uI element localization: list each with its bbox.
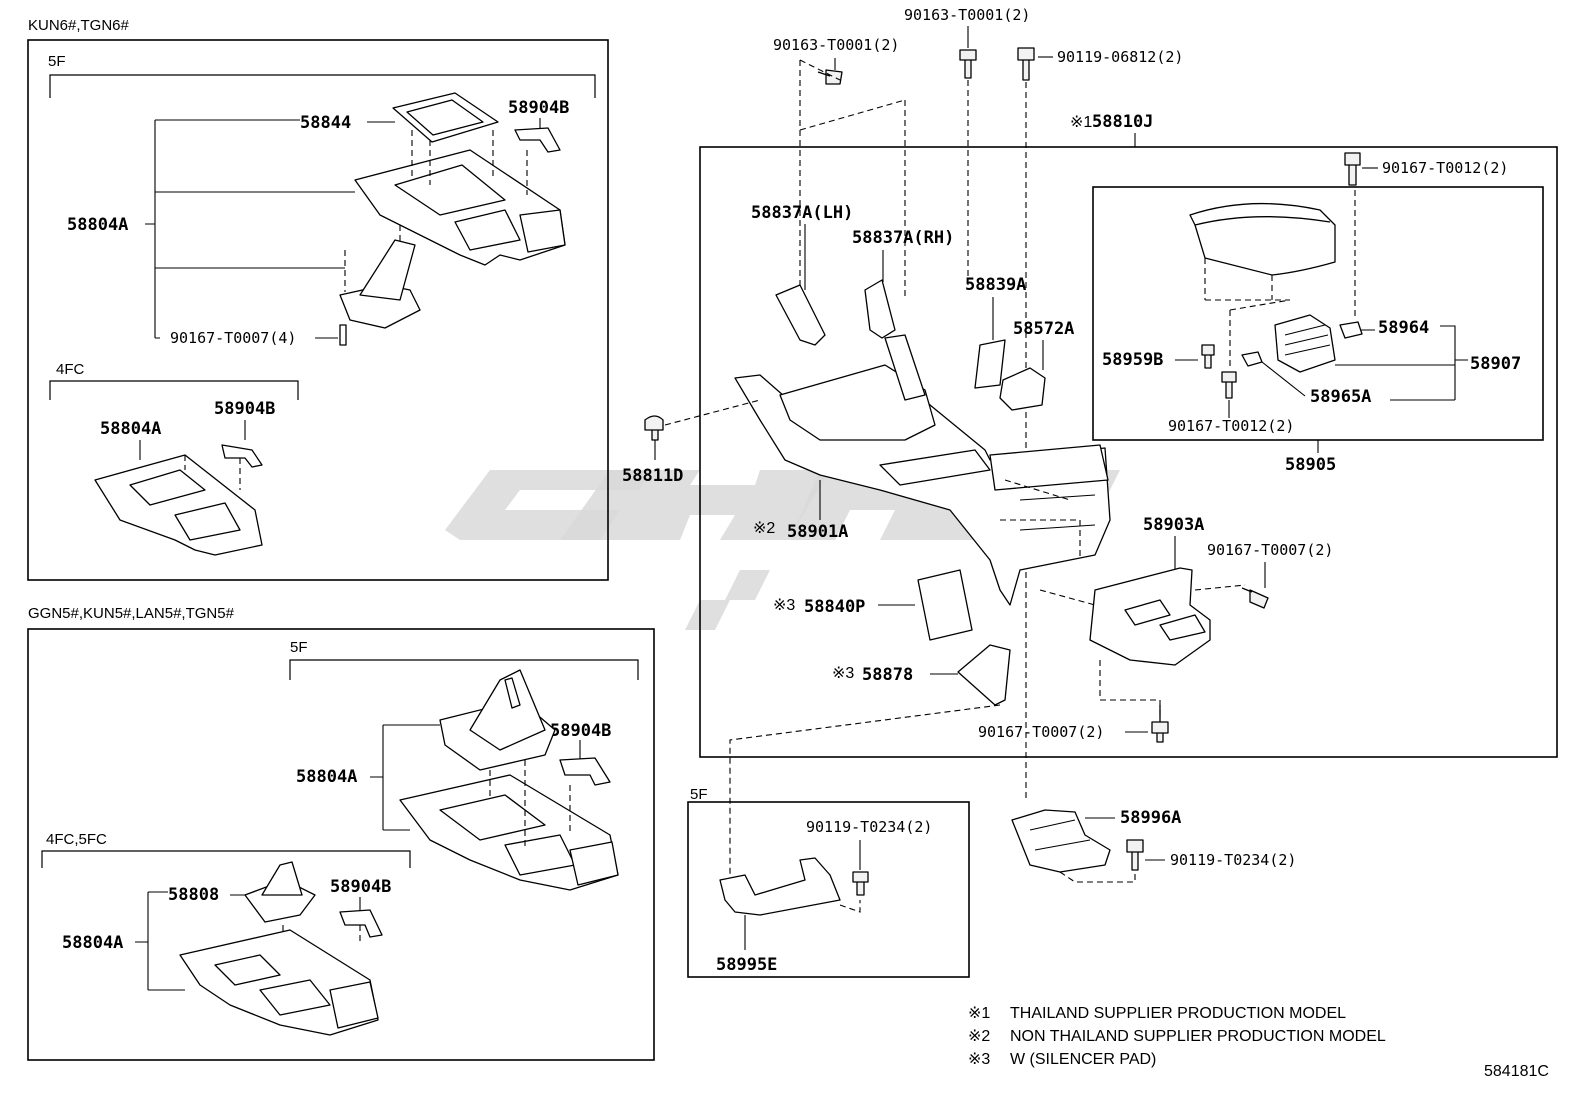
- part-label-58905: 58905: [1285, 455, 1336, 475]
- bolt-90163-t0001-top: [959, 49, 977, 79]
- part-label-58901a: 58901A: [787, 522, 848, 542]
- part-label-58804a: 58804A: [67, 215, 128, 235]
- group-frame-ggn5: [27, 628, 655, 1061]
- variant-bracket-4fc: [49, 380, 299, 400]
- bolt-90167-t0012-bot: [1221, 371, 1237, 399]
- group-kun6-tgn6: KUN6#,TGN6# 5F 58844 58904B 58804A 90167…: [27, 17, 609, 581]
- part-label-58840p: 58840P: [804, 597, 865, 617]
- part-label-58811d: 58811D: [622, 466, 683, 486]
- part-label-58837a-rh: 58837A(RH): [852, 228, 954, 248]
- bolt-90119-06812: [1017, 47, 1035, 81]
- part-label-90119-t0234-right: 90119-T0234(2): [1170, 851, 1296, 869]
- part-58839a-pad: [974, 339, 1006, 389]
- part-label-58808: 58808: [168, 885, 219, 905]
- bolt-90167-t0007-bot: [1151, 705, 1169, 743]
- part-58840p-pad: [917, 569, 973, 641]
- part-58904b-clip-g2: [559, 757, 611, 786]
- bolt-90167-t0007-right: [1241, 587, 1269, 609]
- part-label-90119-t0234-left: 90119-T0234(2): [806, 818, 932, 836]
- part-label-58839a: 58839A: [965, 275, 1026, 295]
- bolt-90163-t0001-left: [817, 69, 843, 85]
- mark-1: ※1: [1070, 114, 1092, 131]
- mark-3a: ※3: [773, 597, 795, 614]
- variant-bracket-4fc-5fc: [41, 850, 411, 868]
- part-label-58837a-lh: 58837A(LH): [751, 203, 853, 223]
- group-title-ggn5: GGN5#,KUN5#,LAN5#,TGN5#: [28, 605, 235, 622]
- part-label-58996a: 58996A: [1120, 808, 1181, 828]
- part-58804a-panel-g2b: [179, 929, 379, 1036]
- variant-label-5f-g2: 5F: [290, 639, 308, 656]
- part-58965a: [1241, 351, 1263, 367]
- part-label-90167-t0012-top: 90167-T0012(2): [1382, 159, 1508, 177]
- part-58995e-bracket: [719, 857, 841, 916]
- figure-code: 584181C: [1484, 1063, 1549, 1080]
- part-58964: [1339, 321, 1363, 339]
- mark-3b: ※3: [832, 665, 854, 682]
- variant-label-5f-bracket: 5F: [690, 786, 708, 803]
- part-label-58904b: 58904B: [508, 98, 569, 118]
- part-label-90119-06812: 90119-06812(2): [1057, 48, 1183, 66]
- part-label-58878: 58878: [862, 665, 913, 685]
- group-frame-kun6-tgn6: [27, 39, 609, 581]
- mark-2: ※2: [753, 520, 775, 537]
- bolt-90119-t0234-left: [852, 871, 869, 896]
- part-58907-hinge: [1274, 314, 1336, 373]
- part-label-58904b-g2b: 58904B: [330, 877, 391, 897]
- part-58959b-pin: [1201, 344, 1215, 369]
- part-58811d-clip: [644, 415, 664, 441]
- bolt-90167-t0012-top: [1344, 152, 1361, 186]
- footnote-1-mark: ※1: [968, 1005, 990, 1022]
- assembly-frame-58810j: [699, 146, 1558, 758]
- part-label-58995e: 58995E: [716, 955, 777, 975]
- part-58904b-clip: [514, 127, 561, 153]
- part-58904b-4fc-clip: [221, 444, 263, 468]
- part-58837a-rh-pad: [864, 279, 896, 339]
- group-ggn5-kun5-lan5-tgn5: GGN5#,KUN5#,LAN5#,TGN5# 5F 58904B 58804A…: [27, 605, 655, 1061]
- part-58572a-block: [999, 367, 1046, 411]
- footnote-3-mark: ※3: [968, 1051, 990, 1068]
- part-label-90167-t0012-bot: 90167-T0012(2): [1168, 417, 1294, 435]
- bracket-frame-5f: [687, 801, 970, 978]
- variant-label-4fc: 4FC: [56, 361, 85, 378]
- variant-label-5f: 5F: [48, 53, 66, 70]
- part-label-58904b-4fc: 58904B: [214, 399, 275, 419]
- part-label-58804a-4fc: 58804A: [100, 419, 161, 439]
- variant-bracket-5f-g2: [289, 659, 639, 680]
- part-label-58964: 58964: [1378, 318, 1429, 338]
- part-label-58965a: 58965A: [1310, 387, 1371, 407]
- part-label-90167-t0007-right: 90167-T0007(2): [1207, 541, 1333, 559]
- variant-bracket-5f: [49, 74, 596, 98]
- part-label-58904b-g2: 58904B: [550, 721, 611, 741]
- footnote-2-mark: ※2: [968, 1028, 990, 1045]
- variant-label-4fc-5fc: 4FC,5FC: [46, 831, 107, 848]
- part-58904b-clip-g2b: [339, 909, 383, 938]
- part-label-58959b: 58959B: [1102, 350, 1163, 370]
- footnote-2-text: NON THAILAND SUPPLIER PRODUCTION MODEL: [1010, 1028, 1386, 1045]
- footnote-1-text: THAILAND SUPPLIER PRODUCTION MODEL: [1010, 1005, 1346, 1022]
- part-58878-pad: [957, 644, 1011, 706]
- footnote-3-text: W (SILENCER PAD): [1010, 1051, 1156, 1068]
- footnotes: ※1 THAILAND SUPPLIER PRODUCTION MODEL ※2…: [968, 1005, 1549, 1080]
- part-shift-boot: [359, 239, 416, 301]
- main-console-assembly: 90163-T0001(2) 90163-T0001(2) 90119-0681…: [622, 6, 1558, 978]
- part-label-58907: 58907: [1470, 354, 1521, 374]
- part-label-58572a: 58572A: [1013, 319, 1074, 339]
- part-label-90163-t0001-left: 90163-T0001(2): [773, 36, 899, 54]
- part-armrest-lid: [1189, 202, 1336, 276]
- group-title-kun6-tgn6: KUN6#,TGN6#: [28, 17, 130, 34]
- part-58837a-lh-pad: [775, 284, 826, 346]
- bolt-90119-t0234-right: [1126, 839, 1144, 871]
- part-label-90163-t0001-top: 90163-T0001(2): [904, 6, 1030, 24]
- part-label-58844: 58844: [300, 113, 351, 133]
- part-label-58804a-g2: 58804A: [296, 767, 357, 787]
- part-58996a-bracket: [1011, 809, 1111, 873]
- part-label-58804a-g2b: 58804A: [62, 933, 123, 953]
- part-label-58903a: 58903A: [1143, 515, 1204, 535]
- part-label-58810j: 58810J: [1092, 112, 1153, 132]
- part-label-90167-t0007-bot: 90167-T0007(2): [978, 723, 1104, 741]
- part-label-90167-t0007-4: 90167-T0007(4): [170, 329, 296, 347]
